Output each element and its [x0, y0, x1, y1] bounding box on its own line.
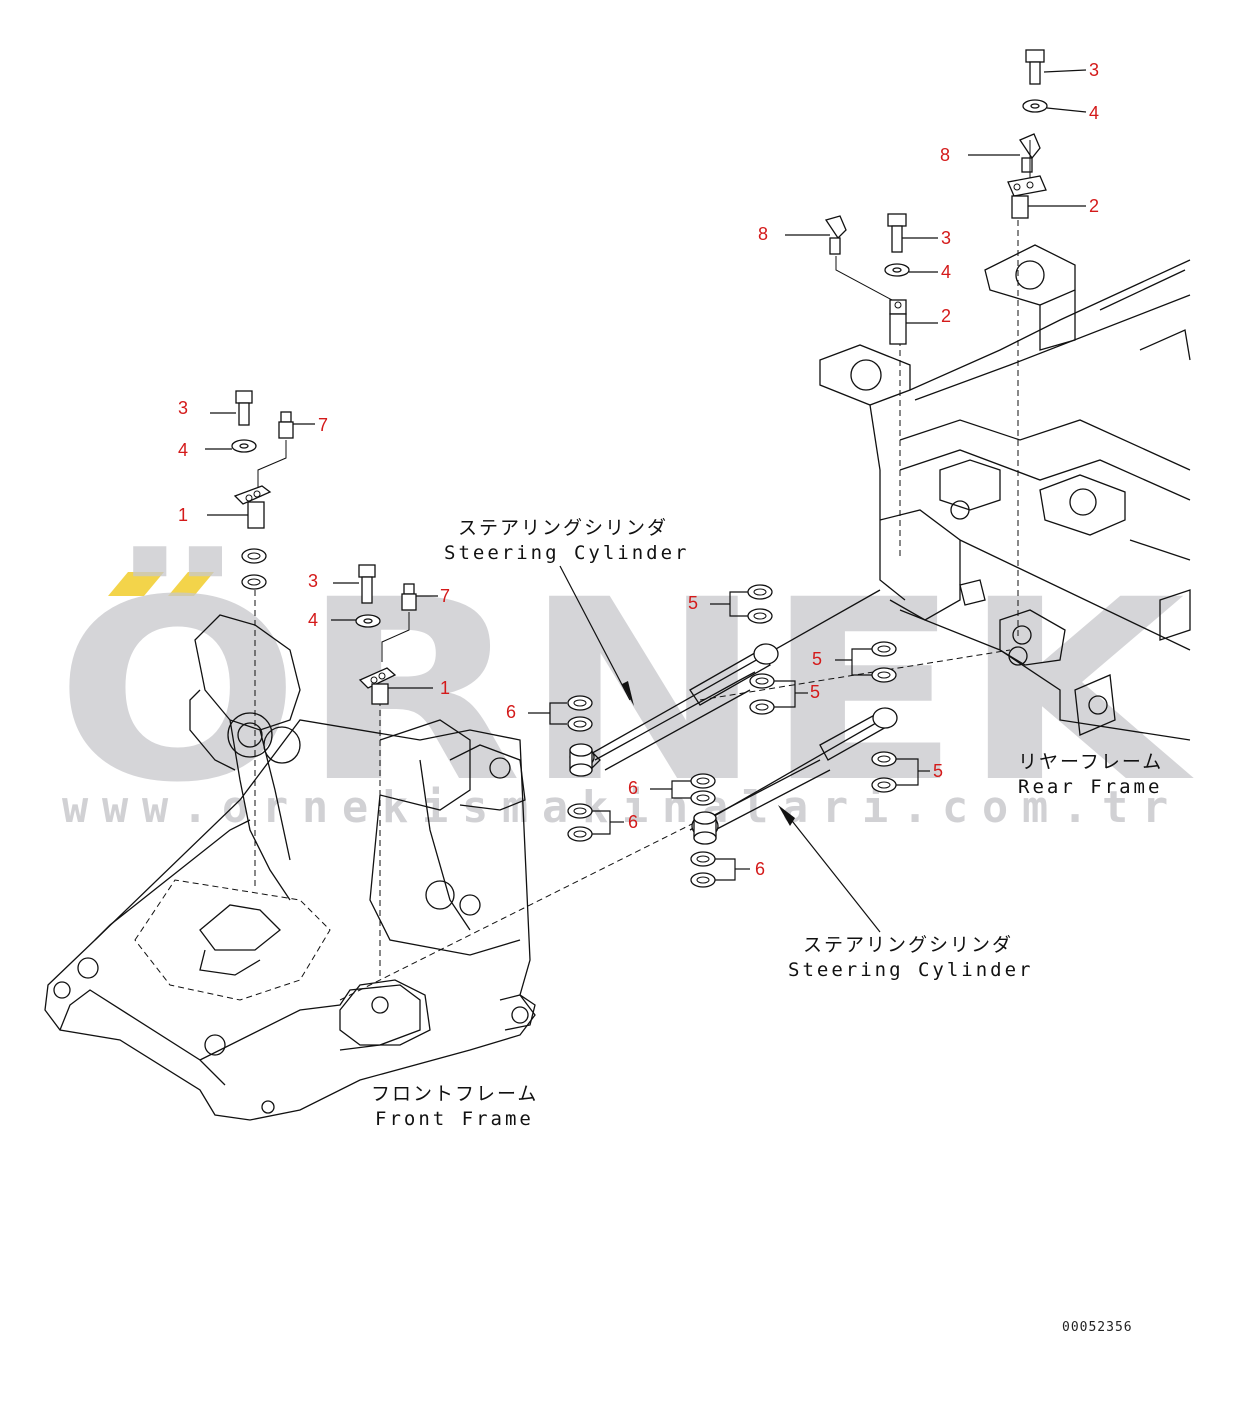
- steering-cylinder-label-jp-upper: ステアリングシリンダ: [458, 517, 668, 539]
- arrow-head-lower: [778, 805, 795, 826]
- callout-numbers: 3 4 1 7 3 4 1 7 6 6 6 6 5 5 5 5 8 3 4 2 …: [178, 60, 1099, 879]
- front-pin-upper-stack: [231, 390, 294, 590]
- front-frame-drawing: [44, 590, 701, 1121]
- arrow-head-upper: [622, 681, 634, 706]
- document-id: 00052356: [1062, 1320, 1133, 1335]
- callout-5-b: 5: [810, 682, 820, 702]
- callout-2-rear-left: 2: [941, 306, 951, 326]
- shim-group-5-a: [710, 584, 773, 624]
- watermark-brand: ÖRNEK: [55, 546, 1195, 837]
- steering-cylinder-label-en-lower: Steering Cylinder: [788, 959, 1033, 981]
- steering-cylinder-label-en-upper: Steering Cylinder: [444, 542, 689, 564]
- callout-3-rear-left: 3: [941, 228, 951, 248]
- watermark-accent-right: [168, 572, 214, 596]
- callout-4-rear-left: 4: [941, 262, 951, 282]
- callout-6-b: 6: [628, 812, 638, 832]
- callout-leaders: [205, 69, 1087, 933]
- shim-group-6-c: [650, 773, 716, 806]
- callout-7-front-upper: 7: [318, 415, 328, 435]
- rear-frame-label-en: Rear Frame: [1018, 776, 1162, 798]
- front-frame-label-en: Front Frame: [375, 1108, 534, 1130]
- shim-group-5-b: [749, 673, 808, 715]
- front-frame-label-jp: フロントフレーム: [371, 1083, 538, 1105]
- watermark-url: www.ornekismakinalari.com.tr: [62, 782, 1182, 833]
- callout-6-c: 6: [628, 778, 638, 798]
- callout-4-front-lower: 4: [308, 610, 318, 630]
- callout-7-front-lower: 7: [440, 586, 450, 606]
- shim-group-6-a: [528, 695, 593, 732]
- shim-group-6-b: [567, 803, 624, 842]
- callout-5-c: 5: [812, 649, 822, 669]
- rear-frame-label-jp: リヤーフレーム: [1018, 751, 1163, 773]
- shim-group-5-c: [835, 641, 897, 683]
- callout-3-rear-right: 3: [1089, 60, 1099, 80]
- steering-cylinder-label-jp-lower: ステアリングシリンダ: [803, 934, 1013, 956]
- callout-4-front-upper: 4: [178, 440, 188, 460]
- callout-1-front-lower: 1: [440, 678, 450, 698]
- callout-8-rear-right: 8: [940, 145, 950, 165]
- callout-3-front-lower: 3: [308, 571, 318, 591]
- bushing-front-lower: [693, 811, 717, 845]
- callout-6-d: 6: [755, 859, 765, 879]
- callout-4-rear-right: 4: [1089, 103, 1099, 123]
- rear-pin-left-stack: [824, 213, 910, 345]
- callout-6-a: 6: [506, 702, 516, 722]
- bushing-front-upper: [569, 743, 593, 777]
- callout-5-d: 5: [933, 761, 943, 781]
- watermark-accent-left: [108, 572, 164, 596]
- rear-frame-drawing: [699, 220, 1191, 741]
- front-pin-lower-stack: [355, 564, 417, 705]
- shim-group-5-d: [871, 751, 930, 793]
- diagram-labels: ステアリングシリンダ Steering Cylinder ステアリングシリンダ …: [371, 517, 1163, 1335]
- rear-pin-right-stack: [1007, 49, 1048, 219]
- callout-8-rear-left: 8: [758, 224, 768, 244]
- callout-5-a: 5: [688, 593, 698, 613]
- callout-3-front-upper: 3: [178, 398, 188, 418]
- callout-1-front-upper: 1: [178, 505, 188, 525]
- shim-group-6-d: [690, 851, 750, 888]
- callout-2-rear-right: 2: [1089, 196, 1099, 216]
